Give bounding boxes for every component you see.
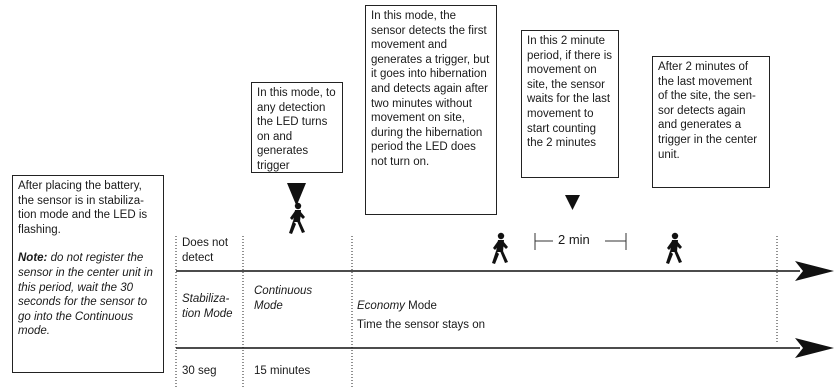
after-callout-text: After 2 minutes of the last movement of … bbox=[658, 61, 758, 161]
economy-word: Economy bbox=[357, 299, 405, 312]
placing-battery-text: After placing the battery, the sensor is… bbox=[18, 180, 148, 236]
continuous-callout-text: In this mode, to any detection the LED t… bbox=[257, 87, 336, 172]
economy-mode-label: Economy Mode bbox=[357, 284, 437, 313]
down-arrow-icon bbox=[565, 195, 580, 210]
walking-person-icon bbox=[492, 232, 508, 264]
stabilization-duration: 30 seg bbox=[182, 365, 217, 377]
continuous-mode-label: Continuous Mode bbox=[254, 285, 313, 312]
mode-word: Mode bbox=[404, 299, 437, 312]
interval-label-bg bbox=[553, 231, 605, 251]
walking-person-icon bbox=[289, 202, 305, 234]
two-minute-callout-text: In this 2 minute period, if there is mov… bbox=[527, 35, 613, 150]
economy-callout-text: In this mode, the sensor detects the fir… bbox=[371, 10, 490, 168]
right-arrow-icon bbox=[795, 338, 834, 358]
callout-continuous: In this mode, to any detection the LED t… bbox=[251, 82, 343, 173]
two-min-interval-label: 2 min bbox=[558, 232, 590, 247]
note-text: do not register the sensor in the center… bbox=[18, 252, 153, 338]
callout-two-minute: In this 2 minute period, if there is mov… bbox=[521, 30, 619, 178]
callout-economy: In this mode, the sensor detects the fir… bbox=[365, 5, 497, 215]
note-label: Note: bbox=[18, 252, 48, 265]
callout-after-two-minutes: After 2 minutes of the last movement of … bbox=[652, 56, 770, 188]
stays-on-label: Time the sensor stays on bbox=[357, 319, 486, 331]
callout-placing-battery: After placing the battery, the sensor is… bbox=[12, 175, 164, 373]
right-arrow-icon bbox=[795, 261, 834, 281]
does-not-detect-label: Does not detect bbox=[182, 237, 229, 264]
walking-person-icon bbox=[666, 232, 682, 264]
continuous-duration: 15 minutes bbox=[254, 365, 311, 377]
stabilization-mode-label: Stabiliza- tion Mode bbox=[182, 293, 233, 320]
down-arrow-icon bbox=[287, 183, 306, 206]
